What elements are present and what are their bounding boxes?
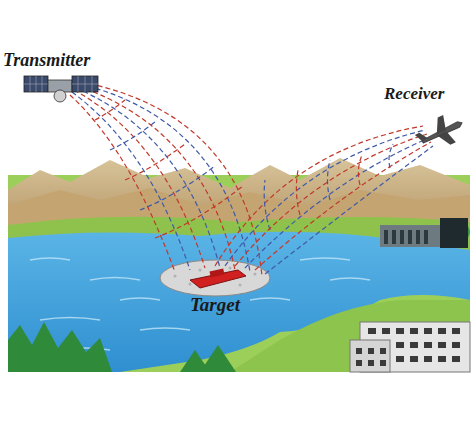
lake <box>8 232 470 372</box>
object-label: Receiver <box>384 84 444 104</box>
airplane <box>412 109 468 156</box>
satellite <box>24 76 98 102</box>
scatter-waves <box>215 126 433 274</box>
trees <box>8 322 236 372</box>
object-label: Transmitter <box>3 50 90 71</box>
buildings <box>350 218 470 372</box>
boat-cabin <box>210 269 225 278</box>
grass <box>8 175 470 372</box>
object-label: Target <box>190 294 240 316</box>
foreground-grass <box>230 300 470 372</box>
transmit-waves <box>70 82 262 276</box>
